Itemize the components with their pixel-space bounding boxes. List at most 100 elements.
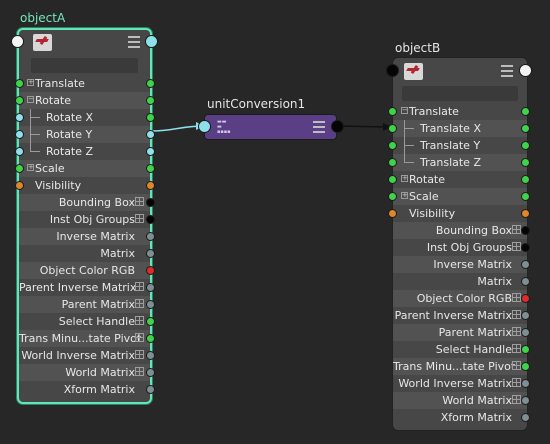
- rotate-input-port[interactable]: [388, 175, 397, 184]
- inverse-matrix-output-port[interactable]: [521, 260, 530, 269]
- objectB-attr-row-translate[interactable]: −Translate: [388, 103, 530, 120]
- menu-icon[interactable]: [313, 121, 325, 133]
- inst-obj-groups-output-port[interactable]: [146, 215, 155, 224]
- translate-z-input-port[interactable]: [388, 158, 397, 167]
- objectB-header[interactable]: [393, 58, 527, 84]
- matrix-output-port[interactable]: [146, 249, 155, 258]
- objectA-attr-row-world-inverse-matrix[interactable]: World Inverse Matrix: [19, 347, 155, 364]
- objectA-attr-row-world-matrix[interactable]: World Matrix: [19, 364, 155, 381]
- objectA-attr-row-inst-obj-groups[interactable]: Inst Obj Groups: [19, 211, 155, 228]
- objectA-attr-row-visibility[interactable]: Visibility: [15, 177, 155, 194]
- objectB-node-input-port[interactable]: [386, 64, 399, 77]
- objectB-attr-row-bounding-box[interactable]: Bounding Box: [393, 222, 530, 239]
- world-inverse-matrix-output-port[interactable]: [521, 379, 530, 388]
- rotate-x-input-port[interactable]: [15, 113, 24, 122]
- scale-output-port[interactable]: [146, 164, 155, 173]
- unitconversion-node[interactable]: ▬▬▬▪▪▪▪: [204, 114, 337, 140]
- objectB-attr-row-parent-matrix[interactable]: Parent Matrix: [393, 324, 530, 341]
- objectA-attr-row-xform-matrix[interactable]: Xform Matrix: [19, 381, 155, 398]
- trans-minu-tate-pivot-output-port[interactable]: [521, 362, 530, 371]
- scale-input-port[interactable]: [15, 164, 24, 173]
- objectA-attr-row-matrix[interactable]: Matrix: [19, 245, 155, 262]
- visibility-input-port[interactable]: [388, 209, 397, 218]
- rotate-x-output-port[interactable]: [146, 113, 155, 122]
- objectB-attr-row-matrix[interactable]: Matrix: [393, 273, 530, 290]
- translate-y-output-port[interactable]: [521, 141, 530, 150]
- visibility-input-port[interactable]: [15, 181, 24, 190]
- translate-input-port[interactable]: [388, 107, 397, 116]
- objectA-attr-row-rotate[interactable]: −Rotate: [15, 92, 155, 109]
- objectA-attr-row-translate[interactable]: +Translate: [15, 75, 155, 92]
- objectA-attr-row-object-color-rgb[interactable]: Object Color RGB: [19, 262, 155, 279]
- objectB-attr-row-rotate[interactable]: +Rotate: [388, 171, 530, 188]
- inst-obj-groups-output-port[interactable]: [521, 243, 530, 252]
- objectB-attr-row-visibility[interactable]: Visibility: [388, 205, 530, 222]
- objectB-node-output-port[interactable]: [519, 64, 532, 77]
- objectB-search-field[interactable]: [402, 86, 518, 101]
- world-inverse-matrix-output-port[interactable]: [146, 351, 155, 360]
- rotate-input-port[interactable]: [15, 96, 24, 105]
- objectA-node-input-port[interactable]: [11, 35, 24, 48]
- visibility-output-port[interactable]: [521, 209, 530, 218]
- trans-minu-tate-pivot-output-port[interactable]: [146, 334, 155, 343]
- objectA-attr-row-select-handle[interactable]: Select Handle: [19, 313, 155, 330]
- translate-z-output-port[interactable]: [521, 158, 530, 167]
- translate-output-port[interactable]: [521, 107, 530, 116]
- world-matrix-output-port[interactable]: [146, 368, 155, 377]
- objectA-attr-row-rotate-x[interactable]: Rotate X: [15, 109, 155, 126]
- expand-plus-icon[interactable]: +: [27, 78, 34, 86]
- parent-inverse-matrix-output-port[interactable]: [146, 283, 155, 292]
- unitconversion-output-port[interactable]: [331, 120, 344, 133]
- rotate-y-input-port[interactable]: [15, 130, 24, 139]
- translate-output-port[interactable]: [146, 79, 155, 88]
- menu-icon[interactable]: [501, 65, 513, 77]
- collapse-minus-icon[interactable]: −: [401, 106, 408, 114]
- xform-matrix-output-port[interactable]: [146, 385, 155, 394]
- collapse-minus-icon[interactable]: −: [27, 95, 34, 103]
- objectB-attr-row-parent-inverse-matrix[interactable]: Parent Inverse Matrix: [393, 307, 530, 324]
- object-color-rgb-output-port[interactable]: [521, 294, 530, 303]
- objectB-attr-row-translate-x[interactable]: Translate X: [388, 120, 530, 137]
- objectA-attr-row-bounding-box[interactable]: Bounding Box: [19, 194, 155, 211]
- bounding-box-output-port[interactable]: [521, 226, 530, 235]
- world-matrix-output-port[interactable]: [521, 396, 530, 405]
- select-handle-output-port[interactable]: [521, 345, 530, 354]
- rotate-output-port[interactable]: [146, 96, 155, 105]
- objectB-attr-row-world-matrix[interactable]: World Matrix: [393, 392, 530, 409]
- objectB-attr-row-trans-minu-tate-pivot[interactable]: Trans Minu...tate Pivot: [393, 358, 530, 375]
- objectA-attr-row-parent-inverse-matrix[interactable]: Parent Inverse Matrix: [19, 279, 155, 296]
- parent-inverse-matrix-output-port[interactable]: [521, 311, 530, 320]
- translate-y-input-port[interactable]: [388, 141, 397, 150]
- expand-plus-icon[interactable]: +: [401, 191, 408, 199]
- objectA-attr-row-rotate-y[interactable]: Rotate Y: [15, 126, 155, 143]
- scale-input-port[interactable]: [388, 192, 397, 201]
- objectB-attr-row-world-inverse-matrix[interactable]: World Inverse Matrix: [393, 375, 530, 392]
- objectA-header[interactable]: [19, 30, 150, 56]
- visibility-output-port[interactable]: [146, 181, 155, 190]
- bounding-box-output-port[interactable]: [146, 198, 155, 207]
- objectB-attr-row-translate-z[interactable]: Translate Z: [388, 154, 530, 171]
- objectB-attr-row-object-color-rgb[interactable]: Object Color RGB: [393, 290, 530, 307]
- select-handle-output-port[interactable]: [146, 317, 155, 326]
- objectB-attr-row-inst-obj-groups[interactable]: Inst Obj Groups: [393, 239, 530, 256]
- objectB-attr-row-xform-matrix[interactable]: Xform Matrix: [393, 409, 530, 426]
- scale-output-port[interactable]: [521, 192, 530, 201]
- objectB-attr-row-select-handle[interactable]: Select Handle: [393, 341, 530, 358]
- objectA-attr-row-parent-matrix[interactable]: Parent Matrix: [19, 296, 155, 313]
- object-color-rgb-output-port[interactable]: [146, 266, 155, 275]
- objectB-attr-row-translate-y[interactable]: Translate Y: [388, 137, 530, 154]
- rotate-z-input-port[interactable]: [15, 147, 24, 156]
- rotate-output-port[interactable]: [521, 175, 530, 184]
- rotate-y-output-port[interactable]: [146, 130, 155, 139]
- menu-icon[interactable]: [128, 36, 140, 48]
- objectA-attr-row-scale[interactable]: +Scale: [15, 160, 155, 177]
- translate-x-input-port[interactable]: [388, 124, 397, 133]
- parent-matrix-output-port[interactable]: [521, 328, 530, 337]
- expand-plus-icon[interactable]: +: [27, 163, 34, 171]
- inverse-matrix-output-port[interactable]: [146, 232, 155, 241]
- objectA-attr-row-trans-minu-tate-pivot[interactable]: Trans Minu...tate Pivot: [19, 330, 155, 347]
- xform-matrix-output-port[interactable]: [521, 413, 530, 422]
- objectA-attr-row-rotate-z[interactable]: Rotate Z: [15, 143, 155, 160]
